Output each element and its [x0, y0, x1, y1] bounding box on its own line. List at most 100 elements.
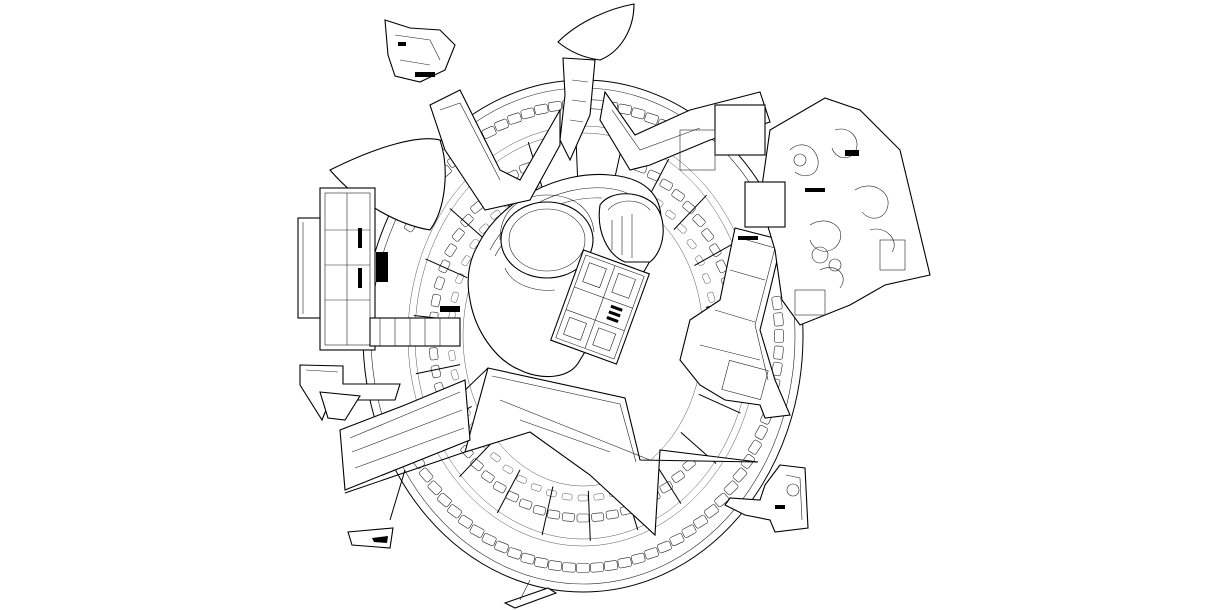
- seating-cell: [534, 557, 549, 569]
- seating-cell: [494, 118, 509, 132]
- seating-cell: [659, 178, 674, 191]
- seating-cell: [630, 552, 646, 565]
- seating-cell: [771, 361, 783, 377]
- seating-cell: [505, 490, 520, 503]
- seating-cell: [593, 493, 605, 501]
- seating-cell: [455, 273, 465, 284]
- radial-wall: [698, 393, 741, 414]
- seating-cell: [773, 345, 784, 360]
- seating-cell: [447, 504, 463, 519]
- seating-cell: [469, 238, 480, 250]
- seating-cell: [451, 228, 465, 242]
- seating-cell: [481, 470, 495, 483]
- radial-wall: [694, 242, 735, 267]
- seating-cell: [754, 424, 768, 440]
- classical-building-west: [297, 187, 461, 351]
- organic-complex-northeast: [759, 97, 931, 326]
- seating-cell: [591, 512, 605, 522]
- seating-cell: [681, 524, 697, 538]
- fragment-west-angled: [299, 364, 401, 422]
- seating-cell: [458, 514, 473, 529]
- seating-cell: [714, 492, 729, 508]
- seating-cell: [561, 512, 575, 522]
- seating-cell: [703, 504, 719, 519]
- seating-cell: [461, 255, 471, 267]
- seating-cell: [701, 228, 715, 242]
- seating-cell: [562, 562, 576, 573]
- seating-cell: [427, 480, 443, 496]
- seating-cell: [534, 103, 549, 115]
- seating-cell: [490, 452, 501, 463]
- fragment-northwest: [384, 19, 456, 83]
- seating-cell: [469, 524, 485, 538]
- seating-cell: [532, 504, 547, 516]
- seating-cell: [748, 439, 762, 455]
- seating-cell: [686, 238, 697, 250]
- seating-cell: [576, 513, 590, 523]
- seating-cell: [695, 255, 705, 267]
- seating-cell: [682, 200, 696, 214]
- radial-wall: [673, 194, 707, 230]
- seating-cell: [590, 562, 604, 573]
- seating-cell: [644, 547, 659, 560]
- seating-cell: [520, 552, 536, 565]
- seating-cell: [644, 112, 659, 125]
- seating-cell: [723, 480, 739, 496]
- seating-cell: [430, 364, 442, 379]
- radial-wall: [496, 469, 521, 514]
- radial-wall: [459, 442, 493, 478]
- seating-cell: [773, 312, 784, 327]
- sail-shapes: [329, 3, 635, 231]
- seating-cell: [428, 347, 439, 361]
- seating-cell: [692, 213, 706, 228]
- seating-cell: [481, 125, 497, 139]
- seating-cell: [430, 293, 442, 308]
- seating-cell: [507, 547, 522, 560]
- fragment-southwest: [347, 469, 406, 549]
- seating-cell: [665, 209, 676, 220]
- seating-cell: [617, 557, 632, 569]
- seating-cell: [444, 243, 457, 257]
- seating-cell: [740, 454, 755, 469]
- seating-cell: [548, 101, 563, 112]
- seating-cell: [605, 509, 619, 520]
- seating-cell: [450, 369, 459, 381]
- seating-cell: [481, 533, 497, 547]
- seating-cell: [669, 533, 685, 547]
- seating-cell: [448, 350, 456, 361]
- seating-cell: [530, 483, 542, 492]
- building-east: [679, 227, 791, 419]
- fragment-south: [503, 579, 558, 609]
- seating-cell: [470, 458, 484, 472]
- seating-cell: [693, 514, 708, 529]
- seating-cell: [630, 107, 646, 120]
- rectangles-northeast: [679, 104, 786, 228]
- seating-cell: [437, 492, 452, 508]
- seating-cell: [460, 213, 474, 228]
- seating-cell: [701, 273, 711, 284]
- seating-cell: [774, 329, 784, 343]
- seating-cell: [507, 112, 522, 125]
- angled-wing-southwest: [339, 379, 471, 491]
- seating-cell: [676, 223, 687, 234]
- seating-cell: [516, 475, 528, 484]
- seating-cell: [771, 295, 783, 311]
- seating-cell: [438, 259, 451, 274]
- radial-wall: [587, 490, 591, 541]
- seating-cell: [518, 498, 533, 510]
- seating-cell: [657, 540, 672, 554]
- seating-cell: [433, 276, 446, 290]
- seating-cell: [617, 103, 632, 115]
- rotated-building-center: [549, 249, 651, 365]
- seating-cell: [548, 560, 563, 571]
- seating-cell: [576, 563, 590, 573]
- seating-cell: [450, 291, 459, 303]
- seating-cell: [494, 540, 509, 554]
- seating-cell: [577, 494, 589, 502]
- radial-wall: [425, 258, 468, 279]
- radial-wall: [415, 364, 461, 375]
- seating-cell: [502, 464, 514, 474]
- seating-cell: [715, 259, 728, 274]
